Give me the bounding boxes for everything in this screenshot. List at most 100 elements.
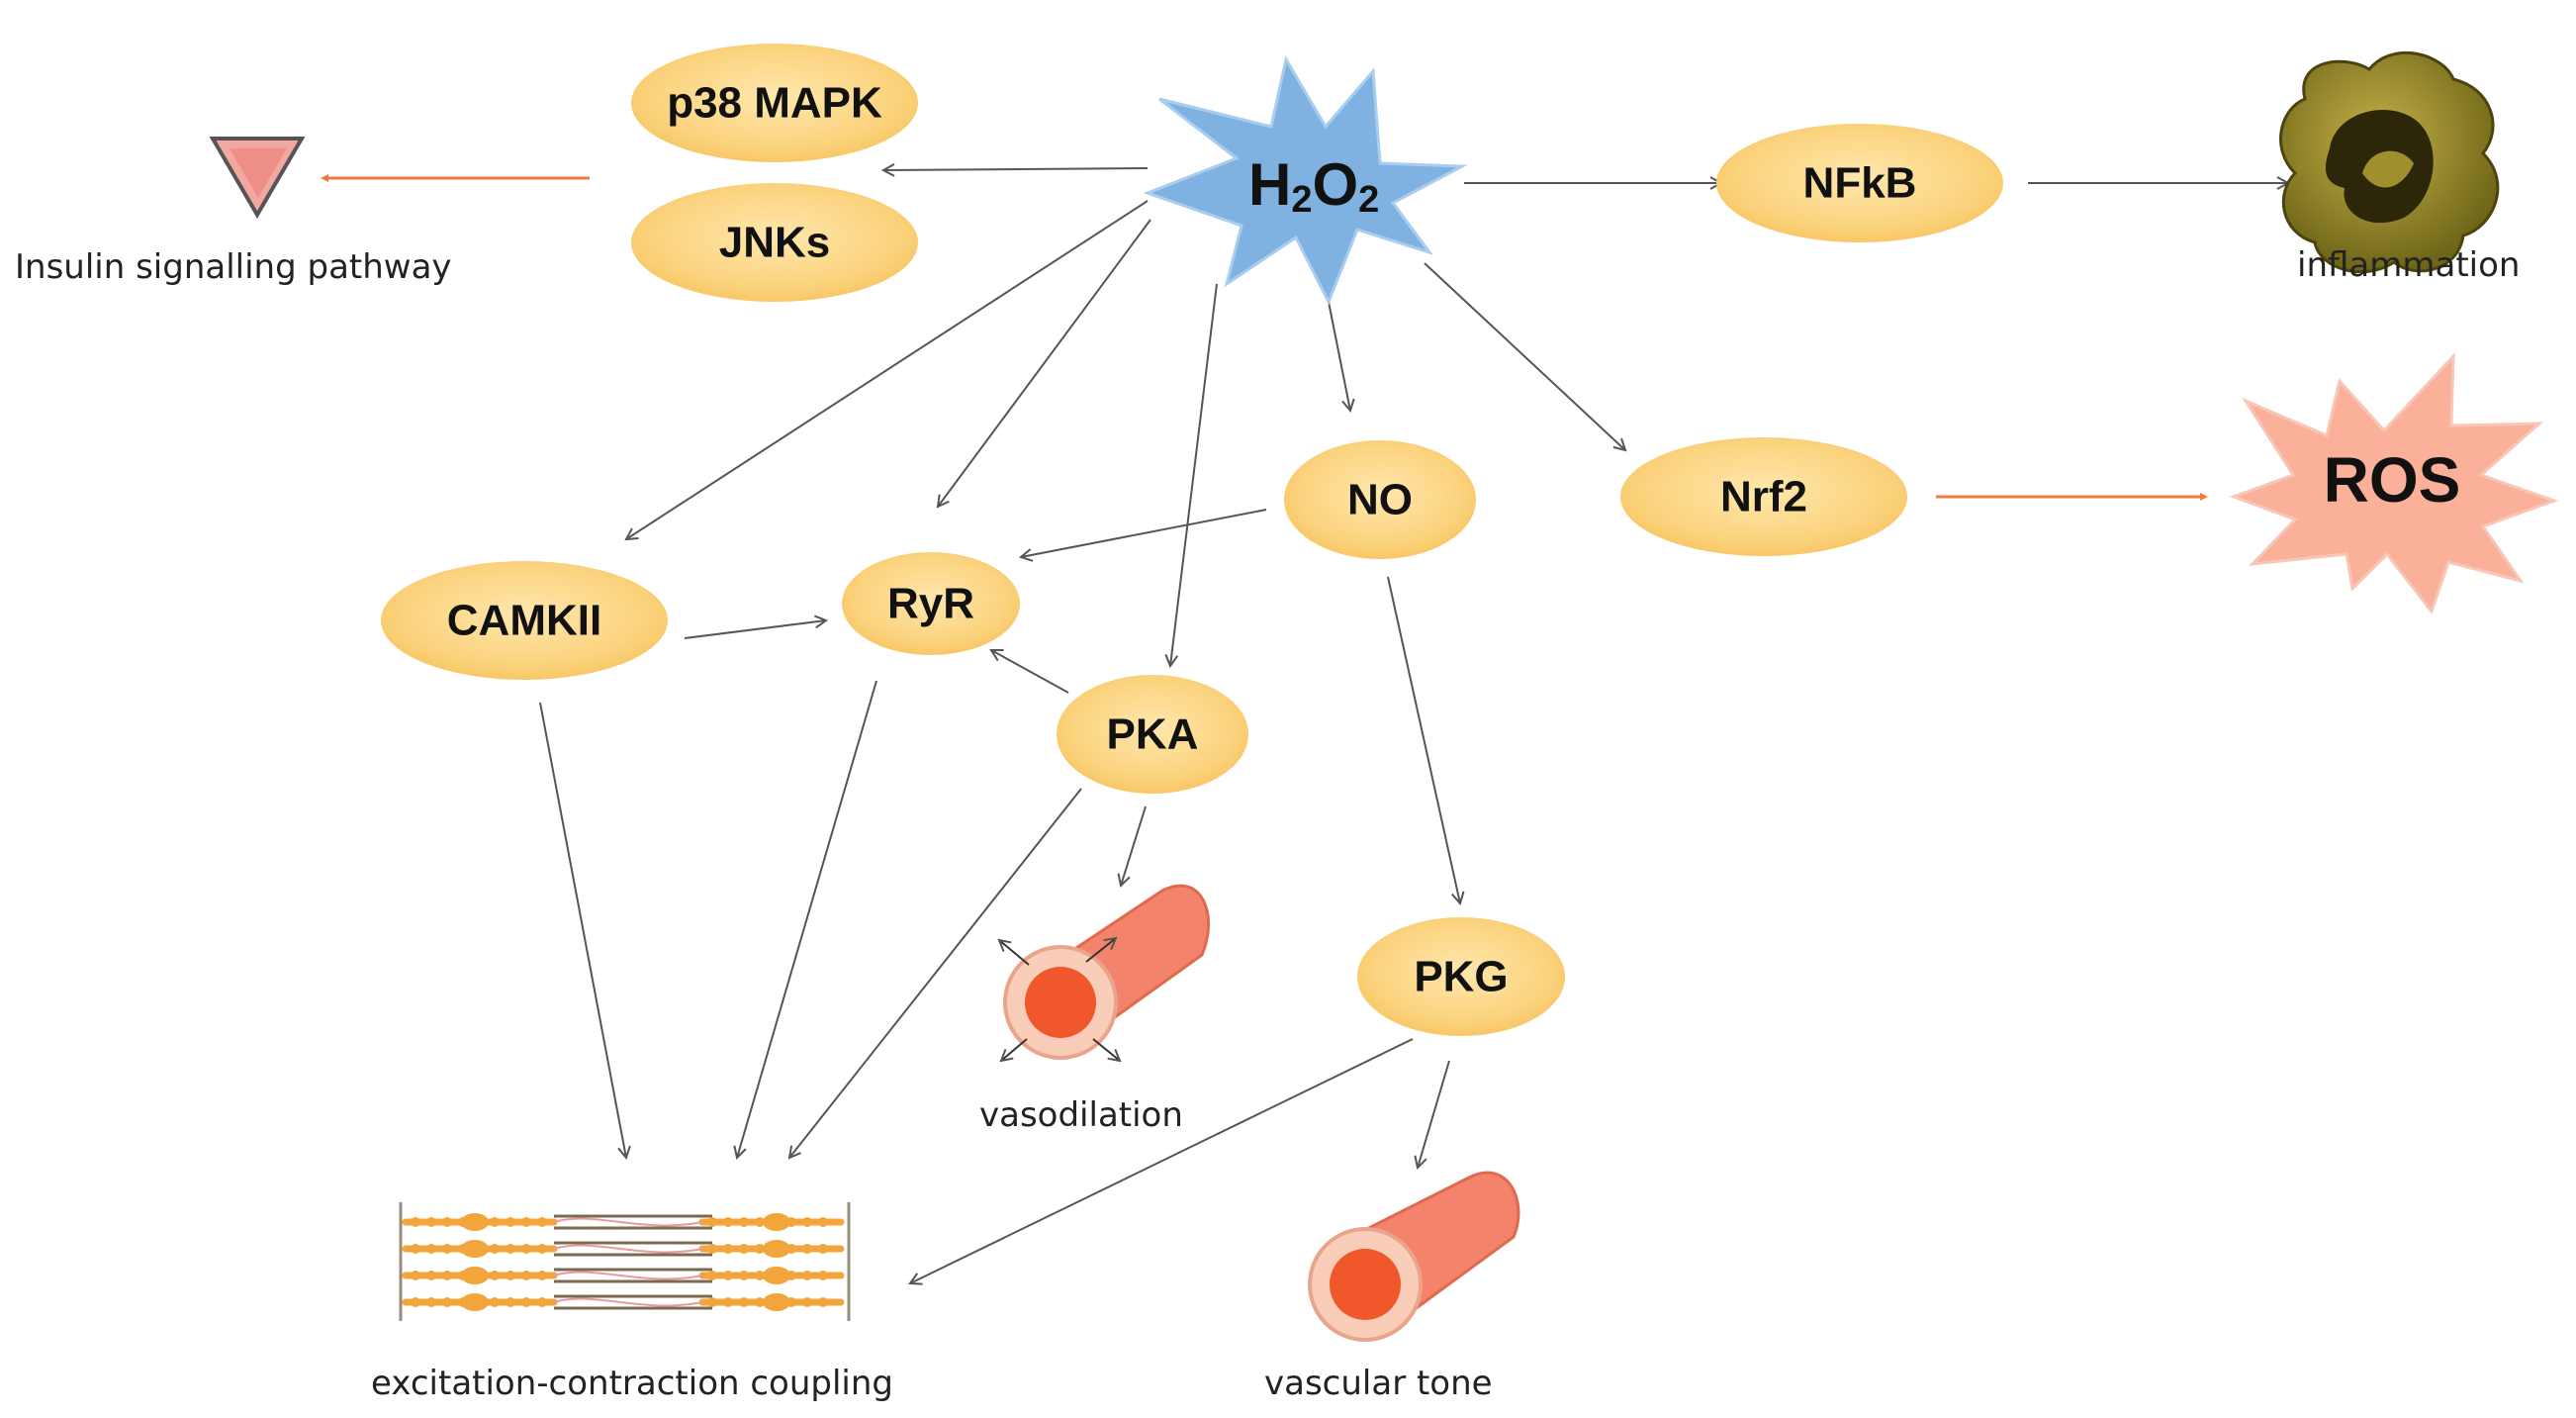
- ros-label: ROS: [2324, 444, 2461, 516]
- myosin-head: [723, 1217, 733, 1227]
- myosin-head: [506, 1217, 515, 1227]
- arrow-camkii-to-ryr: [684, 620, 826, 639]
- myosin-head: [723, 1271, 733, 1280]
- myosin-head: [490, 1244, 500, 1254]
- myosin-head: [755, 1297, 765, 1307]
- arrow-h2o2-to-camkii: [626, 200, 1149, 539]
- myosin-head: [537, 1297, 547, 1307]
- arrow-pka-to-ryr: [991, 650, 1069, 694]
- h2o2-star-shape: [1143, 54, 1468, 306]
- h2o2-label: H2O2: [1248, 151, 1379, 222]
- sarcomere-icon: [399, 1202, 851, 1321]
- node-jnks-label: JNKs: [719, 219, 831, 267]
- myosin-head: [802, 1244, 812, 1254]
- myosin-bulge: [763, 1267, 790, 1284]
- arrow-h2o2-to-nrf2: [1424, 262, 1625, 450]
- myosin-head: [411, 1271, 420, 1280]
- myosin-bulge: [461, 1213, 489, 1231]
- insulin-icon: [209, 137, 306, 219]
- arrow-pka-to-ec: [789, 788, 1082, 1158]
- myosin-head: [411, 1217, 420, 1227]
- ros-burst-shape: [2229, 352, 2559, 615]
- myosin-head: [411, 1244, 420, 1254]
- arrow-no-to-ryr: [1021, 509, 1267, 557]
- myosin-head: [707, 1271, 717, 1280]
- arrow-h2o2-to-pka: [1170, 283, 1218, 666]
- ros-node: ROS: [2229, 352, 2559, 615]
- h2o2-sub1: 2: [1291, 179, 1312, 221]
- myosin-head: [506, 1297, 515, 1307]
- arrow-pka-to-vasodilation: [1121, 805, 1147, 886]
- arrow-ryr-to-ec: [737, 680, 877, 1158]
- myosin-head: [442, 1244, 452, 1254]
- myosin-head: [506, 1244, 515, 1254]
- myosin-head: [442, 1297, 452, 1307]
- myosin-head: [506, 1271, 515, 1280]
- myosin-head: [755, 1217, 765, 1227]
- myosin-head: [426, 1217, 436, 1227]
- myosin-head: [739, 1244, 749, 1254]
- myosin-head: [755, 1271, 765, 1280]
- node-camkii: CAMKII: [381, 561, 668, 680]
- myosin-head: [442, 1217, 452, 1227]
- myosin-head: [739, 1271, 749, 1280]
- myosin-head: [521, 1244, 531, 1254]
- myosin-head: [723, 1297, 733, 1307]
- node-nfkb-label: NFkB: [1803, 159, 1917, 208]
- myosin-bulge: [461, 1267, 489, 1284]
- node-pkg-label: PKG: [1414, 953, 1508, 1001]
- node-pkg: PKG: [1357, 917, 1565, 1036]
- myosin-head: [411, 1297, 420, 1307]
- caption-ec-coupling: excitation-contraction coupling: [371, 1364, 893, 1403]
- myosin-head: [490, 1217, 500, 1227]
- node-ryr: RyR: [842, 552, 1020, 655]
- myosin-head: [707, 1244, 717, 1254]
- myosin-head: [426, 1244, 436, 1254]
- myosin-head: [802, 1217, 812, 1227]
- myosin-head: [818, 1271, 828, 1280]
- myosin-head: [818, 1244, 828, 1254]
- node-nrf2: Nrf2: [1620, 437, 1907, 556]
- node-no: NO: [1284, 440, 1476, 559]
- myosin-head: [707, 1217, 717, 1227]
- node-ryr-label: RyR: [887, 580, 974, 628]
- myosin-head: [521, 1271, 531, 1280]
- myosin-head: [739, 1217, 749, 1227]
- arrow-camkii-to-ec: [539, 702, 626, 1158]
- arrow-h2o2-to-no: [1328, 301, 1350, 411]
- vascular-tone-vessel-icon: [1308, 1171, 1520, 1342]
- myosin-head: [426, 1271, 436, 1280]
- titin-link: [553, 1271, 703, 1280]
- arrow-pkg-to-vascular-tone: [1418, 1060, 1450, 1168]
- arrow-h2o2-to-p38: [883, 168, 1149, 170]
- titin-link: [553, 1217, 703, 1227]
- inflammation-cell-icon: [2279, 50, 2500, 274]
- myosin-head: [490, 1271, 500, 1280]
- myosin-head: [755, 1244, 765, 1254]
- titin-link: [553, 1297, 703, 1307]
- arrow-h2o2-to-ryr: [938, 219, 1151, 507]
- h2o2-node: H2O2: [1143, 54, 1468, 306]
- myosin-bulge: [763, 1293, 790, 1311]
- myosin-head: [442, 1271, 452, 1280]
- myosin-head: [739, 1297, 749, 1307]
- node-nfkb: NFkB: [1716, 124, 2003, 242]
- myosin-head: [818, 1297, 828, 1307]
- arrows-orange: [321, 174, 2208, 501]
- node-nrf2-label: Nrf2: [1720, 473, 1807, 521]
- node-pka: PKA: [1057, 675, 1248, 794]
- node-jnks: JNKs: [631, 183, 918, 302]
- myosin-head: [723, 1244, 733, 1254]
- myosin-head: [521, 1297, 531, 1307]
- myosin-head: [426, 1297, 436, 1307]
- node-p38-label: p38 MAPK: [667, 79, 882, 128]
- node-p38: p38 MAPK: [631, 44, 918, 162]
- myosin-head: [521, 1217, 531, 1227]
- h2o2-sub2: 2: [1358, 179, 1379, 221]
- myosin-bulge: [763, 1240, 790, 1258]
- node-pka-label: PKA: [1107, 710, 1199, 759]
- myosin-head: [537, 1244, 547, 1254]
- myosin-head: [802, 1271, 812, 1280]
- caption-vasodilation: vasodilation: [979, 1095, 1183, 1135]
